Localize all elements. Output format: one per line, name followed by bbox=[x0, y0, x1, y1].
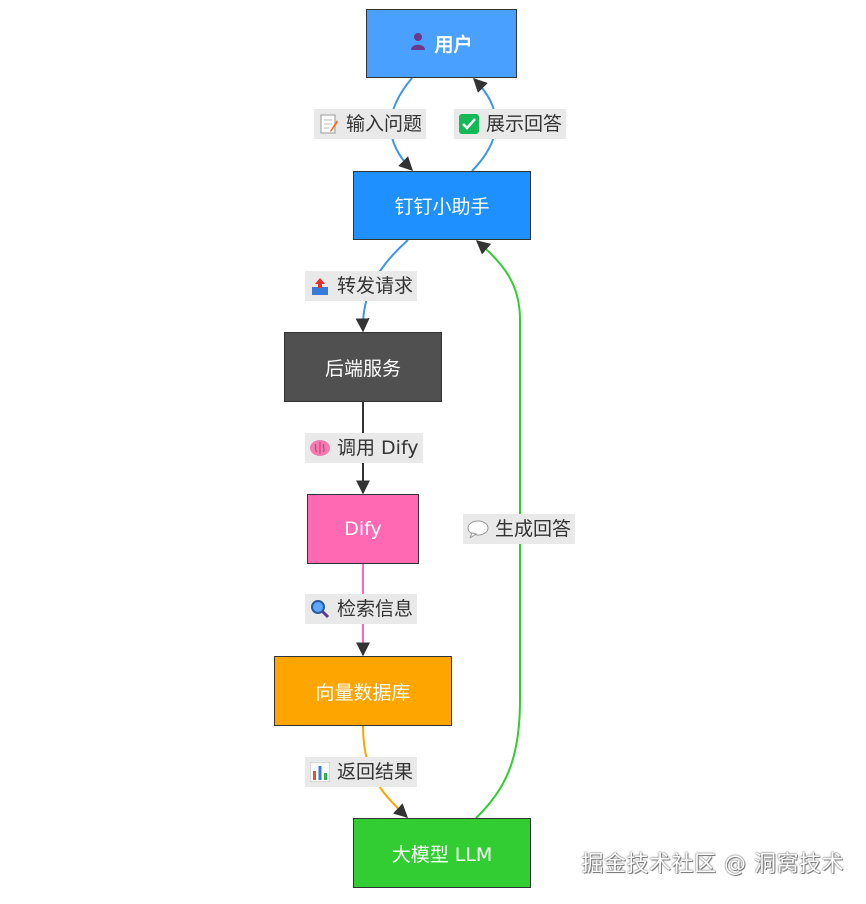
edge-label-retrieve-info: 检索信息 bbox=[305, 594, 418, 624]
brain-icon bbox=[309, 437, 331, 459]
edge-label-generate-answer: 生成回答 bbox=[463, 514, 576, 544]
edge-label-show-answer: 展示回答 bbox=[454, 109, 567, 139]
magnifier-icon bbox=[309, 598, 331, 620]
node-llm: 大模型 LLM bbox=[353, 818, 531, 888]
watermark: 掘金技术社区 @ 洞窝技术 bbox=[581, 852, 844, 877]
node-dingtalk: 钉钉小助手 bbox=[353, 171, 531, 240]
node-user-label: 用户 bbox=[434, 34, 473, 56]
edge-label-call-dify: 调用 Dify bbox=[305, 433, 423, 463]
check-icon bbox=[458, 113, 480, 135]
edge-label-text: 调用 Dify bbox=[337, 437, 419, 459]
edge-label-forward-request: 转发请求 bbox=[305, 271, 418, 301]
node-dify: Dify bbox=[307, 494, 419, 564]
outbox-icon bbox=[309, 275, 331, 297]
edge-label-text: 展示回答 bbox=[486, 113, 563, 135]
speech-bubble-icon bbox=[467, 518, 489, 540]
memo-icon bbox=[318, 113, 340, 135]
user-icon bbox=[410, 32, 426, 55]
edge-generate-answer bbox=[475, 240, 521, 819]
node-dify-label: Dify bbox=[344, 518, 382, 540]
node-user: 用户 bbox=[366, 9, 517, 78]
edge-label-text: 检索信息 bbox=[337, 598, 414, 620]
edge-label-text: 返回结果 bbox=[337, 761, 414, 783]
node-llm-label: 大模型 LLM bbox=[391, 843, 493, 866]
edge-label-text: 转发请求 bbox=[337, 275, 414, 297]
node-backend: 后端服务 bbox=[284, 332, 442, 402]
edge-label-input-question: 输入问题 bbox=[314, 109, 427, 139]
node-vectordb-label: 向量数据库 bbox=[315, 681, 411, 704]
node-dingtalk-label: 钉钉小助手 bbox=[394, 196, 490, 218]
bar-chart-icon bbox=[309, 761, 331, 783]
edge-label-return-results: 返回结果 bbox=[305, 757, 418, 787]
node-backend-label: 后端服务 bbox=[324, 357, 401, 380]
edge-label-text: 生成回答 bbox=[495, 518, 572, 540]
edge-label-text: 输入问题 bbox=[346, 113, 423, 135]
node-vectordb: 向量数据库 bbox=[274, 656, 452, 726]
